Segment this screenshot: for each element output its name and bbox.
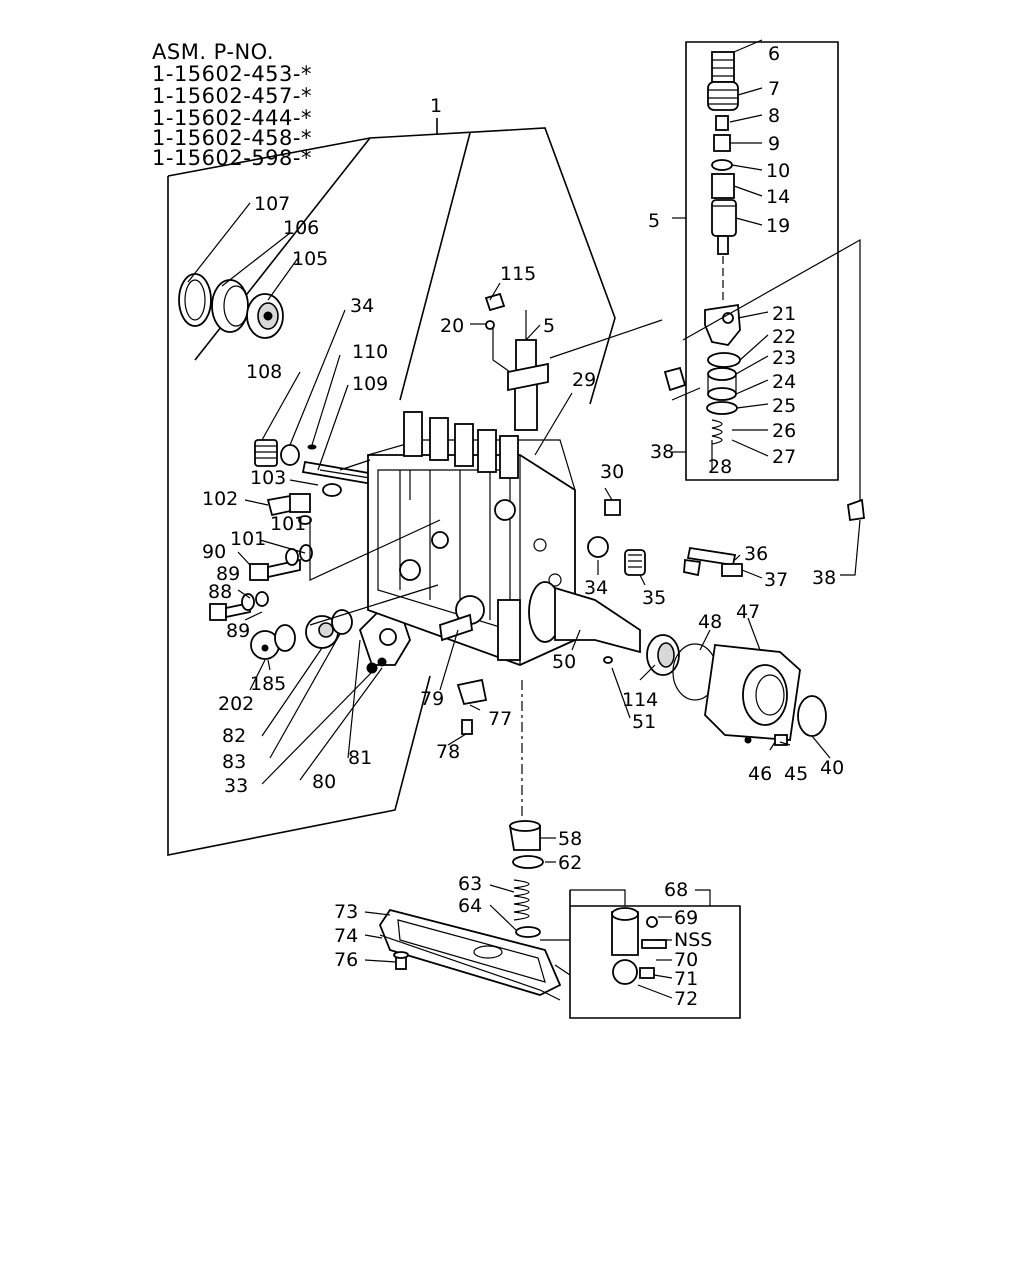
callout-label: 110	[352, 341, 388, 363]
pump-body	[367, 439, 576, 666]
callout-label: 72	[674, 988, 698, 1010]
callout-label: 8	[768, 105, 780, 127]
callout-label: 79	[420, 688, 444, 710]
callout-label: 5	[648, 210, 660, 232]
callout-label: 36	[744, 543, 768, 565]
tappet-parts	[508, 680, 544, 938]
callout-label: 202	[218, 693, 254, 715]
callout-label: 71	[674, 968, 698, 990]
bearing-parts	[178, 273, 284, 339]
assembly-part-number: 1-15602-457-*	[152, 84, 312, 108]
callout-label: 50	[552, 651, 576, 673]
callout-label: 40	[820, 757, 844, 779]
bolt-parts	[209, 544, 313, 621]
callout-label: 58	[558, 828, 582, 850]
callout-label: 101	[230, 528, 266, 550]
callout-label: 63	[458, 873, 482, 895]
callout-label: 48	[698, 611, 722, 633]
callout-label: 33	[224, 775, 248, 797]
roller-tappet-box	[540, 889, 741, 1019]
callout-label: 27	[772, 446, 796, 468]
plug-parts	[250, 609, 411, 674]
callout-label: 24	[772, 371, 796, 393]
callout-label: 21	[772, 303, 796, 325]
callout-label: 68	[664, 879, 688, 901]
callout-label: 34	[584, 577, 608, 599]
callout-label: 114	[622, 689, 658, 711]
leader-lines	[187, 39, 861, 999]
side-fittings	[254, 439, 382, 525]
callout-label: 51	[632, 711, 656, 733]
callout-label: 105	[292, 248, 328, 270]
assembly-part-number: 1-15602-444-*	[152, 106, 312, 130]
callout-label: 20	[440, 315, 464, 337]
callout-label: 74	[334, 925, 358, 947]
callout-label: 83	[222, 751, 246, 773]
callout-label: NSS	[674, 929, 712, 951]
callout-label: 78	[436, 741, 460, 763]
callout-label: 25	[772, 395, 796, 417]
callout-label: 47	[736, 601, 760, 623]
callout-label: 77	[488, 708, 512, 730]
pan-gasket-parts	[378, 908, 562, 1001]
callout-label: 10	[766, 160, 790, 182]
callout-label: 5	[543, 315, 555, 337]
callout-label: 14	[766, 186, 790, 208]
callout-labels: 1 6 7 8 9 10 14 19 5 21 22 23 24 25 26 2…	[202, 43, 844, 1010]
callout-label: 115	[500, 263, 536, 285]
misc-parts	[439, 499, 743, 735]
delivery-valve-box	[672, 41, 839, 481]
callout-label: 38	[812, 567, 836, 589]
callout-label: 82	[222, 725, 246, 747]
assembly-part-number: 1-15602-598-*	[152, 146, 312, 170]
callout-label: 103	[250, 467, 286, 489]
callout-label: 64	[458, 895, 482, 917]
callout-label: 1	[430, 95, 442, 117]
callout-label: 106	[283, 217, 319, 239]
assembly-part-number: 1-15602-458-*	[152, 126, 312, 150]
callout-label: 69	[674, 907, 698, 929]
callout-label: 6	[768, 43, 780, 65]
callout-label: 185	[250, 673, 286, 695]
callout-label: 108	[246, 361, 282, 383]
callout-label: 7	[768, 78, 780, 100]
callout-label: 37	[764, 569, 788, 591]
callout-label: 81	[348, 747, 372, 769]
callout-label: 109	[352, 373, 388, 395]
callout-label: 80	[312, 771, 336, 793]
callout-label: 19	[766, 215, 790, 237]
callout-label: 30	[600, 461, 624, 483]
callout-label: 90	[202, 541, 226, 563]
delivery-valve-holder-part	[707, 51, 739, 300]
callout-label: 88	[208, 581, 232, 603]
callout-label: 45	[784, 763, 808, 785]
assembly-title: ASM. P-NO.	[152, 40, 275, 64]
camshaft-parts	[528, 581, 827, 746]
callout-label: 62	[558, 852, 582, 874]
callout-label: 89	[216, 563, 240, 585]
callout-label: 107	[254, 193, 290, 215]
callout-label: 101	[270, 513, 306, 535]
callout-label: 9	[768, 133, 780, 155]
callout-label: 35	[642, 587, 666, 609]
callout-label: 46	[748, 763, 772, 785]
valve-seat-parts	[663, 238, 865, 522]
callout-label: 73	[334, 901, 358, 923]
callout-label: 22	[772, 326, 796, 348]
callout-label: 89	[226, 620, 250, 642]
callout-label: 23	[772, 347, 796, 369]
assembly-part-number: 1-15602-453-*	[152, 62, 312, 86]
callout-label: 28	[708, 456, 732, 478]
callout-label: 76	[334, 949, 358, 971]
callout-label: 29	[572, 369, 596, 391]
callout-label: 38	[650, 441, 674, 463]
callout-label: 102	[202, 488, 238, 510]
callout-label: 70	[674, 949, 698, 971]
callout-label: 26	[772, 420, 796, 442]
delivery-outlets	[403, 292, 663, 479]
callout-label: 34	[350, 295, 374, 317]
